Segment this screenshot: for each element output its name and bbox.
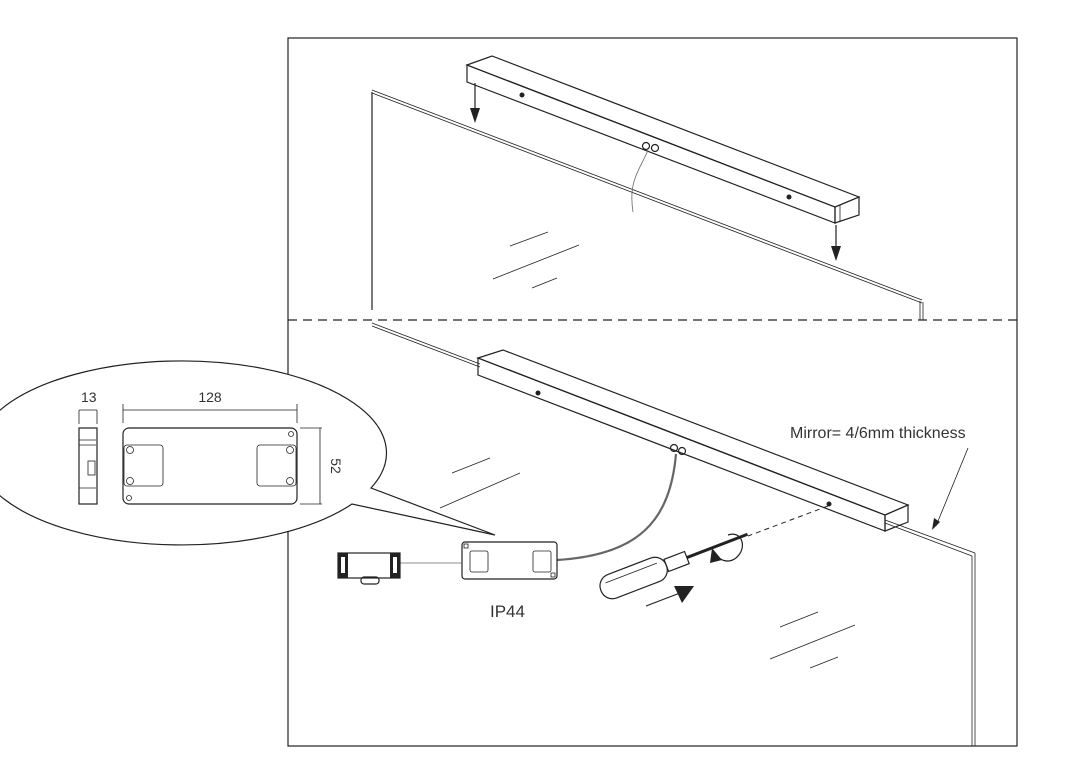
- cable-wire: [631, 149, 649, 213]
- mirror-thickness-label: Mirror= 4/6mm thickness: [790, 425, 966, 442]
- dim-length: 128: [198, 389, 222, 405]
- leader-line: [935, 447, 969, 527]
- ip-rating-label: IP44: [490, 602, 525, 621]
- led-bar-top: [465, 55, 861, 224]
- mirror-top: [371, 89, 924, 320]
- connector-plug: [337, 552, 401, 585]
- rotate-arrow-icon: [710, 533, 744, 563]
- driver-detail-drawing: 13 128 52: [78, 389, 344, 505]
- power-cable: [556, 453, 678, 562]
- cable-clip-icon: [641, 141, 660, 153]
- push-arrow-icon: [645, 586, 694, 607]
- mirror-bottom: [371, 322, 976, 746]
- screwdriver-icon: [599, 532, 749, 600]
- detail-callout: [0, 360, 496, 546]
- cable-clip-icon: [669, 443, 687, 456]
- dim-depth: 13: [81, 389, 97, 405]
- led-driver: [461, 541, 558, 580]
- dim-height: 52: [328, 458, 344, 474]
- screw-guide: [747, 505, 829, 537]
- led-bar-bottom: [476, 349, 910, 532]
- down-arrow-icon: [831, 225, 841, 261]
- down-arrow-icon: [470, 83, 480, 123]
- diagram-frame: [287, 37, 1018, 747]
